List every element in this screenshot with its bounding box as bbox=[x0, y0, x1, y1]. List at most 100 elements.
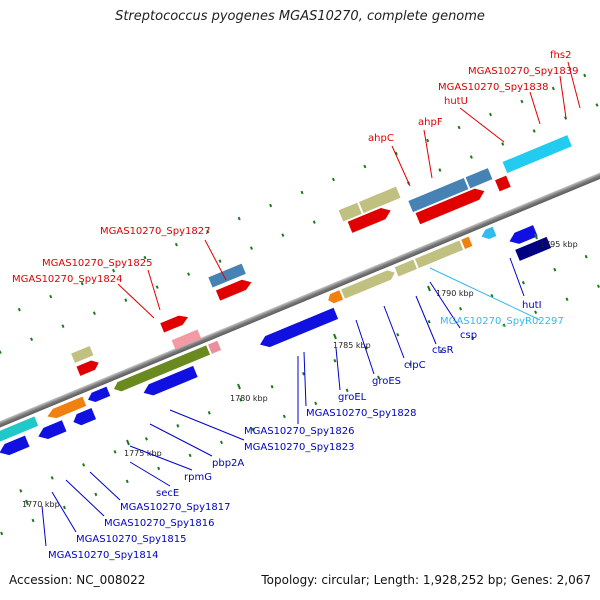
gene-label-bottom[interactable]: hutI bbox=[522, 300, 542, 311]
gene-fhs2[interactable] bbox=[502, 135, 572, 174]
gene-label-top[interactable]: MGAS10270_Spy1825 bbox=[42, 258, 152, 269]
gene-hutI-a[interactable] bbox=[507, 225, 538, 247]
feature-track bbox=[0, 135, 572, 459]
gene-spy1825b[interactable] bbox=[160, 313, 190, 333]
genome-summary-text: Topology: circular; Length: 1,928,252 bp… bbox=[261, 573, 591, 587]
gene-spy1814b[interactable] bbox=[0, 435, 30, 459]
tick-mark bbox=[333, 333, 337, 340]
gene-rpmG[interactable] bbox=[208, 340, 222, 354]
callout-line bbox=[567, 61, 581, 109]
callout-line bbox=[355, 319, 375, 375]
tick-mark bbox=[427, 285, 431, 292]
gene-ahpF[interactable] bbox=[358, 186, 401, 214]
callout-line bbox=[509, 257, 525, 297]
gene-label-top[interactable]: ahpF bbox=[418, 117, 443, 128]
gene-label-bottom[interactable]: MGAS10270_Spy1816 bbox=[104, 518, 214, 529]
callout-line bbox=[429, 267, 541, 321]
accession-text: Accession: NC_008022 bbox=[9, 573, 146, 587]
gene-label-bottom[interactable]: rpmG bbox=[184, 472, 212, 483]
gene-label-top[interactable]: MGAS10270_Spy1839 bbox=[468, 66, 578, 77]
tick-mark bbox=[25, 499, 29, 506]
gene-clpC[interactable] bbox=[415, 240, 464, 269]
gene-label-bottom[interactable]: MGAS10270_Spy1828 bbox=[306, 408, 416, 419]
gene-label-bottom[interactable]: MGAS10270_Spy1815 bbox=[76, 534, 186, 545]
feature-labels: MGAS10270_Spy1824MGAS10270_Spy1825MGAS10… bbox=[12, 50, 581, 561]
gene-spy1815[interactable] bbox=[45, 396, 87, 422]
gene-spy1827b[interactable] bbox=[215, 277, 253, 301]
gene-label-top[interactable]: ahpC bbox=[368, 133, 394, 144]
scale-ticks: 1770 kbp 1775 kbp 1780 kbp 1785 kbp 1790 kbp… bbox=[22, 233, 578, 509]
gene-label-top[interactable]: MGAS10270_Spy1838 bbox=[438, 82, 548, 93]
gene-label-bottom[interactable]: csp bbox=[460, 330, 477, 341]
tick-label: 1795 kbp bbox=[540, 240, 578, 249]
gene-secE[interactable] bbox=[71, 408, 97, 428]
gene-spy1839[interactable] bbox=[495, 175, 511, 192]
gene-label-bottom[interactable]: MGAS10270_Spy1823 bbox=[244, 442, 354, 453]
gene-spy1838b[interactable] bbox=[415, 186, 487, 225]
callout-line bbox=[204, 239, 227, 281]
tick-label: 1785 kbp bbox=[333, 341, 371, 350]
gene-spy1825[interactable] bbox=[171, 329, 202, 350]
guide-dots bbox=[0, 73, 600, 536]
gene-spy1826[interactable] bbox=[326, 290, 344, 305]
tick-mark bbox=[237, 383, 241, 390]
tick-label: 1775 kbp bbox=[124, 449, 162, 458]
callout-line bbox=[117, 283, 155, 319]
gene-label-top[interactable]: fhs2 bbox=[550, 50, 571, 61]
callout-line bbox=[169, 409, 245, 441]
gene-spy1824b[interactable] bbox=[71, 346, 94, 363]
gene-label-top[interactable]: hutU bbox=[444, 96, 468, 107]
gene-spy1814[interactable] bbox=[0, 416, 39, 449]
gene-label-top[interactable]: MGAS10270_Spy1824 bbox=[12, 274, 122, 285]
callout-line bbox=[559, 75, 567, 119]
map-title: Streptococcus pyogenes MGAS10270, comple… bbox=[115, 9, 485, 24]
callout-line bbox=[383, 305, 405, 359]
gene-spy1838[interactable] bbox=[465, 168, 493, 189]
gene-spy1824[interactable] bbox=[76, 358, 100, 376]
callout-line bbox=[335, 347, 341, 391]
gene-label-bottom[interactable]: MGAS10270_Spy1814 bbox=[48, 550, 158, 561]
gene-csp[interactable] bbox=[480, 226, 497, 242]
gene-spy1827[interactable] bbox=[208, 263, 246, 288]
gene-label-bottom[interactable]: pbp2A bbox=[212, 458, 244, 469]
gene-groEL[interactable] bbox=[341, 268, 397, 299]
gene-pbp2A[interactable] bbox=[112, 345, 211, 393]
gene-hutI[interactable] bbox=[515, 236, 552, 261]
gene-spy1816[interactable] bbox=[86, 386, 111, 405]
callout-line bbox=[303, 351, 307, 407]
callout-line bbox=[429, 281, 461, 329]
callout-line bbox=[415, 295, 437, 345]
gene-hutU[interactable] bbox=[408, 178, 469, 213]
gene-ahpC[interactable] bbox=[338, 202, 362, 222]
callout-line bbox=[423, 129, 433, 179]
gene-label-bottom[interactable]: MGAS10270_Spy1817 bbox=[120, 502, 230, 513]
tick-mark bbox=[126, 439, 130, 446]
gene-spy1823[interactable] bbox=[141, 365, 198, 399]
gene-label-bottom[interactable]: secE bbox=[156, 488, 179, 499]
callout-line bbox=[149, 423, 213, 457]
tick-label: 1780 kbp bbox=[230, 394, 268, 403]
gene-label-bottom[interactable]: clpC bbox=[404, 360, 426, 371]
gene-spy1828[interactable] bbox=[258, 307, 339, 350]
tick-mark bbox=[534, 233, 538, 240]
callout-line bbox=[65, 479, 105, 517]
callout-line bbox=[129, 445, 193, 471]
gene-ctsR[interactable] bbox=[461, 236, 473, 249]
gene-label-bottom[interactable]: ctsR bbox=[432, 345, 454, 356]
gene-label-bottom[interactable]: MGAS10270_Spy1826 bbox=[244, 426, 354, 437]
tick-label: 1790 kbp bbox=[436, 289, 474, 298]
callout-line bbox=[89, 471, 121, 501]
gene-label-bottom[interactable]: groES bbox=[372, 376, 401, 387]
gene-label-bottom[interactable]: groEL bbox=[338, 392, 367, 403]
gene-groES[interactable] bbox=[394, 259, 417, 277]
callout-line bbox=[529, 91, 541, 125]
genome-backbone bbox=[0, 136, 600, 464]
gene-label-top[interactable]: MGAS10270_Spy1827 bbox=[100, 226, 210, 237]
tick-label: 1770 kbp bbox=[22, 500, 60, 509]
gene-ahpF-b[interactable] bbox=[347, 205, 393, 233]
gene-spy1817[interactable] bbox=[36, 420, 67, 442]
gene-label-bottom[interactable]: MGAS10270_SpyR02297 bbox=[440, 316, 564, 327]
callout-line bbox=[147, 269, 161, 311]
callout-line bbox=[391, 145, 411, 187]
